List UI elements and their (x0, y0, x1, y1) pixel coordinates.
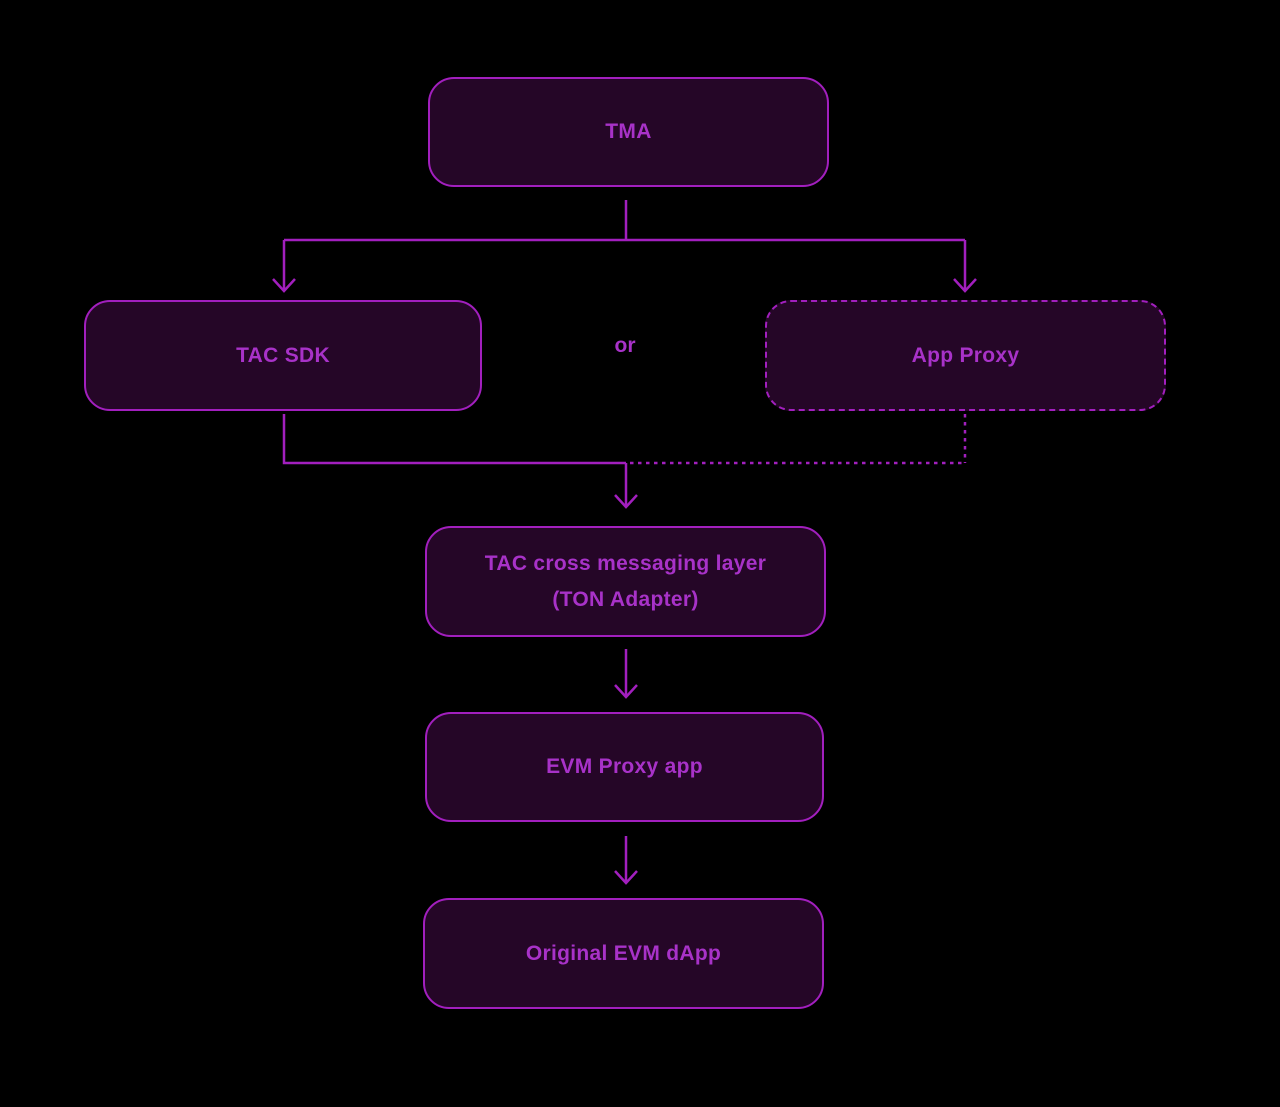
node-app-proxy-label: App Proxy (911, 343, 1020, 367)
arrowhead-original (614, 870, 638, 885)
node-tac-sdk-label: TAC SDK (236, 343, 330, 367)
node-messaging-layer: TAC cross messaging layer (TON Adapter) (425, 526, 826, 637)
node-messaging-label-line2: (TON Adapter) (552, 587, 699, 611)
node-evm-proxy-app: EVM Proxy app (425, 712, 824, 822)
node-tma: TMA (428, 77, 829, 187)
edge-tac-sdk-to-junction (282, 414, 626, 465)
node-original-evm-dapp: Original EVM dApp (423, 898, 824, 1009)
or-label: or (614, 334, 636, 357)
node-tma-label: TMA (605, 120, 652, 143)
arrowhead-tac-sdk (272, 278, 296, 293)
arrowhead-messaging (614, 494, 638, 509)
node-app-proxy: App Proxy (765, 300, 1166, 411)
node-tac-sdk: TAC SDK (84, 300, 482, 411)
node-evm-proxy-label: EVM Proxy app (546, 755, 703, 778)
arrowhead-evm-proxy (614, 684, 638, 699)
arrowhead-app-proxy (953, 278, 977, 293)
node-messaging-label-line1: TAC cross messaging layer (484, 551, 767, 575)
node-original-label: Original EVM dApp (525, 941, 722, 965)
